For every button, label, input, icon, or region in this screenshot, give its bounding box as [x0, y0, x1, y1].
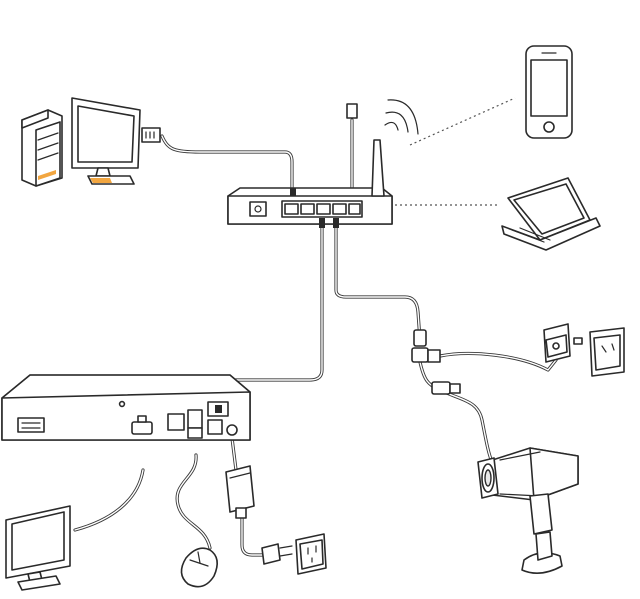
router-icon — [227, 103, 393, 228]
router-lan-ports — [281, 200, 363, 218]
camera-cable-connectors — [411, 329, 461, 395]
monitor-icon-bottom — [5, 505, 71, 591]
nvr-vga-port — [131, 415, 153, 435]
monitor-icon — [71, 97, 161, 185]
wall-outlet-icon-camera — [589, 327, 625, 377]
antenna-connector — [346, 103, 358, 119]
power-adapter-icon — [225, 465, 255, 519]
cable-nvr-mouse — [175, 453, 212, 550]
nvr-alarm-port — [17, 417, 45, 433]
smartphone-icon — [525, 45, 573, 139]
bullet-camera-icon — [477, 447, 579, 574]
wall-outlet-icon — [261, 533, 327, 575]
cable-pc-router — [160, 134, 294, 194]
antenna-icon — [371, 139, 385, 197]
cables — [73, 118, 558, 557]
desktop-tower-icon — [21, 109, 63, 187]
cable-nvr-monitor — [73, 468, 145, 532]
wifi-links — [384, 97, 516, 206]
camera-mount-icon — [529, 493, 553, 535]
nvr-usb-port — [187, 409, 203, 429]
wifi-link-phone — [409, 97, 516, 146]
nvr-dc-port — [226, 424, 238, 436]
nvr-icon — [1, 374, 251, 441]
cable-nvr-power — [230, 436, 272, 557]
mouse-icon — [180, 547, 218, 588]
nvr-lan-port — [167, 413, 185, 431]
wifi-signal-icon — [384, 99, 419, 135]
power-plug-icon — [543, 323, 583, 363]
laptop-icon — [501, 177, 601, 251]
cable-router-camera — [334, 226, 558, 464]
